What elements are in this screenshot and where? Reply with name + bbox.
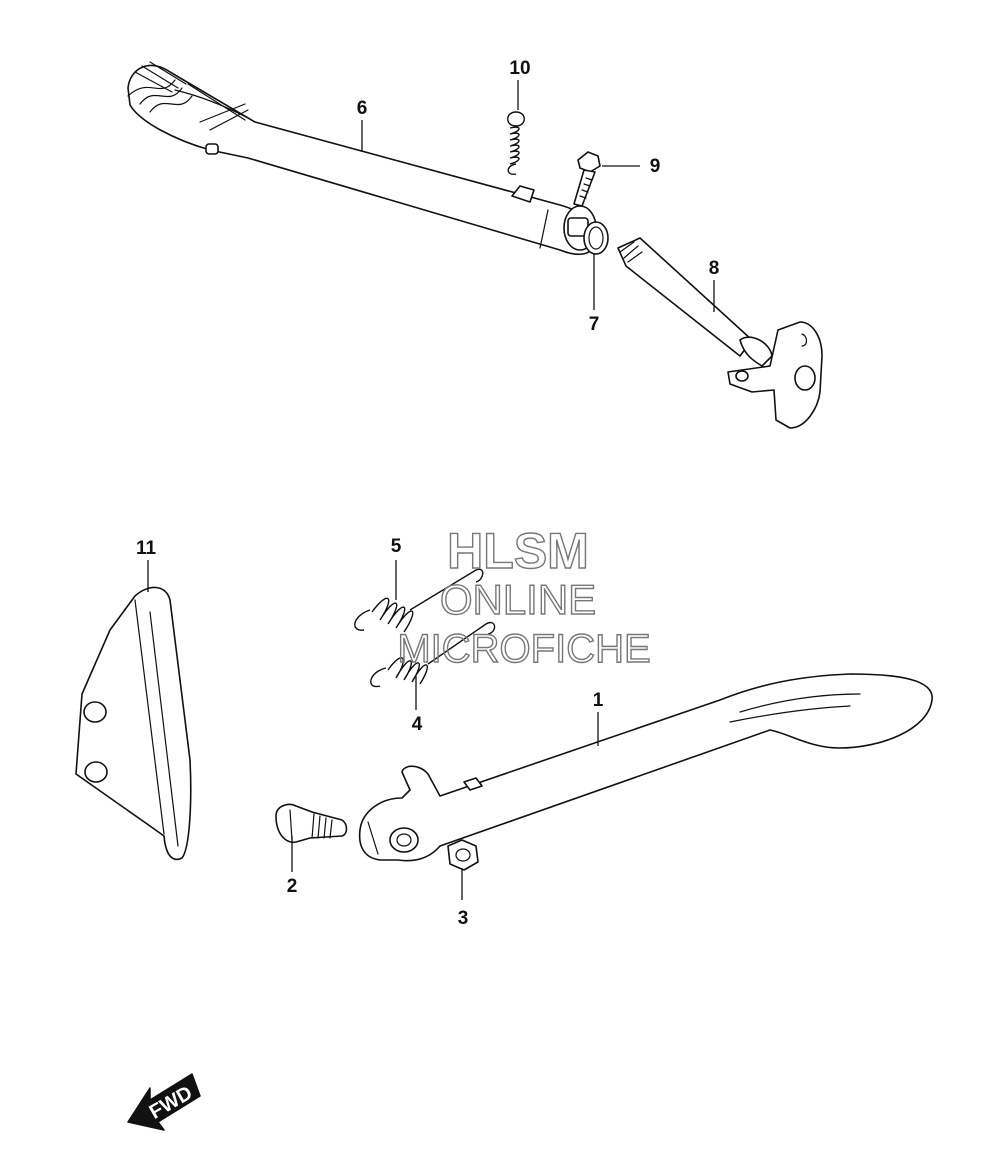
watermark-line-1: HLSM — [447, 523, 589, 579]
callout-10: 10 — [509, 58, 530, 79]
fwd-arrow-icon: FWD — [127, 1073, 201, 1131]
part-6-lever — [127, 61, 597, 256]
part-11-plate — [75, 586, 192, 861]
callout-1: 1 — [593, 690, 604, 711]
callouts: 1 2 3 4 5 6 7 8 9 10 11 — [136, 58, 719, 929]
watermark: HLSM ONLINE MICROFICHE — [397, 522, 652, 671]
part-1-stand — [358, 673, 933, 862]
callout-4: 4 — [412, 714, 423, 735]
callout-2: 2 — [287, 876, 298, 897]
callout-6: 6 — [357, 98, 368, 119]
callout-3: 3 — [458, 908, 469, 929]
callout-7: 7 — [589, 314, 600, 335]
callout-9: 9 — [650, 156, 661, 177]
part-7-washer — [583, 221, 609, 255]
part-2-bolt — [275, 803, 348, 843]
callout-11: 11 — [136, 538, 157, 559]
part-3-nut — [447, 839, 479, 871]
part-5-spring — [354, 568, 484, 633]
part-4-spring — [370, 621, 496, 688]
part-9-bolt — [573, 151, 601, 207]
watermark-line-3: MICROFICHE — [397, 627, 650, 671]
part-8-shaft — [617, 237, 823, 429]
part-10-spring — [507, 111, 525, 175]
callout-5: 5 — [391, 536, 402, 557]
leader-lines — [147, 80, 715, 900]
callout-8: 8 — [709, 258, 720, 279]
watermark-line-2: ONLINE — [440, 576, 596, 623]
